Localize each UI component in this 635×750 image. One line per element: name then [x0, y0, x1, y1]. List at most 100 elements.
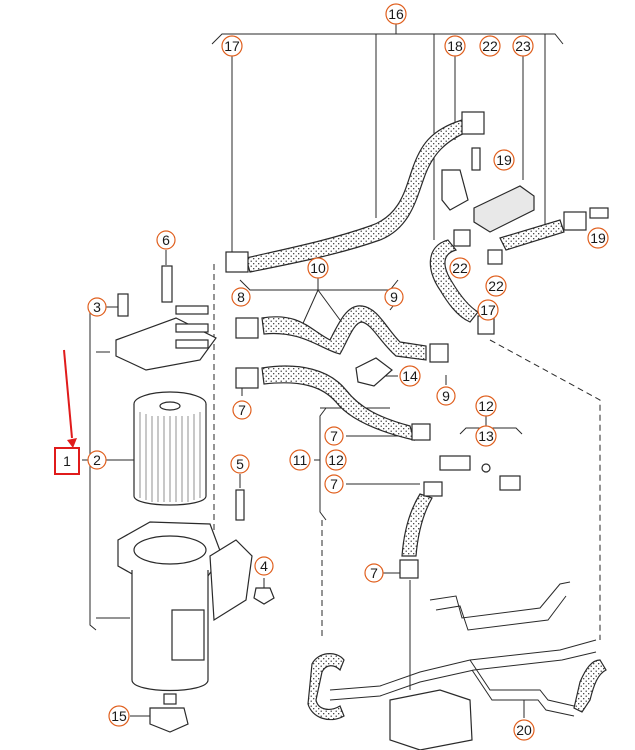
callout-ring	[587, 227, 609, 249]
callout-23: 23	[512, 35, 534, 57]
callout-16: 16	[385, 3, 407, 25]
fitting-13	[439, 455, 521, 491]
callout-ring	[232, 400, 252, 420]
callout-number: 18	[447, 38, 463, 54]
callout-number: 13	[478, 428, 494, 444]
callout-number: 22	[452, 260, 468, 276]
callout-ring	[513, 719, 535, 741]
filter-element-2	[133, 391, 207, 506]
pipe-assembly-20	[307, 580, 607, 750]
callout-10: 10	[307, 257, 329, 279]
callout-ring	[485, 275, 507, 297]
callout-number: 22	[488, 278, 504, 294]
callout-ring	[399, 365, 421, 387]
callout-15: 15	[108, 705, 130, 727]
callout-ring	[324, 426, 344, 446]
callout-number: 20	[516, 722, 532, 738]
clip-14	[355, 357, 393, 387]
callout-number: 17	[480, 302, 496, 318]
callout-19: 19	[493, 149, 515, 171]
callout-4: 4	[254, 556, 274, 576]
hose-7-lower	[399, 481, 443, 579]
callout-1: 1	[63, 453, 71, 469]
callout-number: 23	[515, 38, 531, 54]
callout-ring	[475, 395, 497, 417]
fuel-pump-bracket-18	[441, 147, 481, 211]
drain-valve-15	[149, 693, 189, 733]
callout-9: 9	[384, 287, 404, 307]
callout-ring	[156, 230, 176, 250]
callout-number: 17	[224, 38, 240, 54]
filter-lid-3	[115, 265, 217, 371]
callout-ring	[364, 563, 384, 583]
right-hose	[499, 207, 609, 251]
callout-9: 9	[436, 386, 456, 406]
callout-ring	[449, 257, 471, 279]
callout-ring	[384, 287, 404, 307]
callout-ring	[289, 449, 311, 471]
callout-20: 20	[513, 719, 535, 741]
callout-ring	[108, 705, 130, 727]
callout-22: 22	[449, 257, 471, 279]
callout-number: 8	[237, 289, 245, 305]
callout-2: 2	[87, 450, 107, 470]
callout-number: 3	[93, 299, 101, 315]
callout-ring	[444, 35, 466, 57]
callout-ring	[475, 425, 497, 447]
callout-14: 14	[399, 365, 421, 387]
callout-number: 14	[402, 368, 418, 384]
hose-10	[235, 305, 449, 441]
callout-number: 22	[482, 38, 498, 54]
callout-number: 7	[330, 428, 338, 444]
callout-number: 19	[496, 152, 512, 168]
callout-22: 22	[485, 275, 507, 297]
callout-19: 19	[587, 227, 609, 249]
callout-ring	[512, 35, 534, 57]
callout-number: 5	[236, 456, 244, 472]
callout-3: 3	[87, 297, 107, 317]
callout-8: 8	[231, 287, 251, 307]
callout-number: 11	[293, 452, 308, 468]
callout-12: 12	[475, 395, 497, 417]
callout-number: 12	[328, 452, 344, 468]
callout-12: 12	[325, 449, 347, 471]
callout-7: 7	[232, 400, 252, 420]
callout-number: 10	[310, 260, 326, 276]
callout-ring	[230, 454, 250, 474]
callout-number: 2	[93, 452, 101, 468]
callout-number: 9	[390, 289, 398, 305]
callout-number: 9	[442, 388, 450, 404]
callout-ring	[324, 474, 344, 494]
callout-ring	[436, 386, 456, 406]
hose-16	[225, 111, 485, 273]
callout-ring	[307, 257, 329, 279]
sensor-23	[473, 185, 535, 233]
callout-number: 4	[260, 558, 268, 574]
callout-7: 7	[324, 474, 344, 494]
callout-ring	[87, 297, 107, 317]
callout-ring	[221, 35, 243, 57]
callout-ring	[254, 556, 274, 576]
callout-number: 6	[162, 232, 170, 248]
callout-17: 17	[477, 299, 499, 321]
callout-7: 7	[324, 426, 344, 446]
callout-11: 11	[289, 449, 311, 471]
callout-ring	[231, 287, 251, 307]
callout-ring	[385, 3, 407, 25]
callout-ring	[325, 449, 347, 471]
callout-number: 16	[388, 6, 404, 22]
callout-number: 12	[478, 398, 494, 414]
callout-ring	[479, 35, 501, 57]
callout-6: 6	[156, 230, 176, 250]
callout-number: 15	[111, 708, 127, 724]
highlight-item-1	[54, 349, 80, 475]
callout-ring	[493, 149, 515, 171]
callout-ring	[477, 299, 499, 321]
callout-7: 7	[364, 563, 384, 583]
callout-number: 7	[238, 402, 246, 418]
callout-ring	[87, 450, 107, 470]
hose-17-lower	[429, 229, 503, 335]
callout-number: 1	[63, 453, 71, 469]
